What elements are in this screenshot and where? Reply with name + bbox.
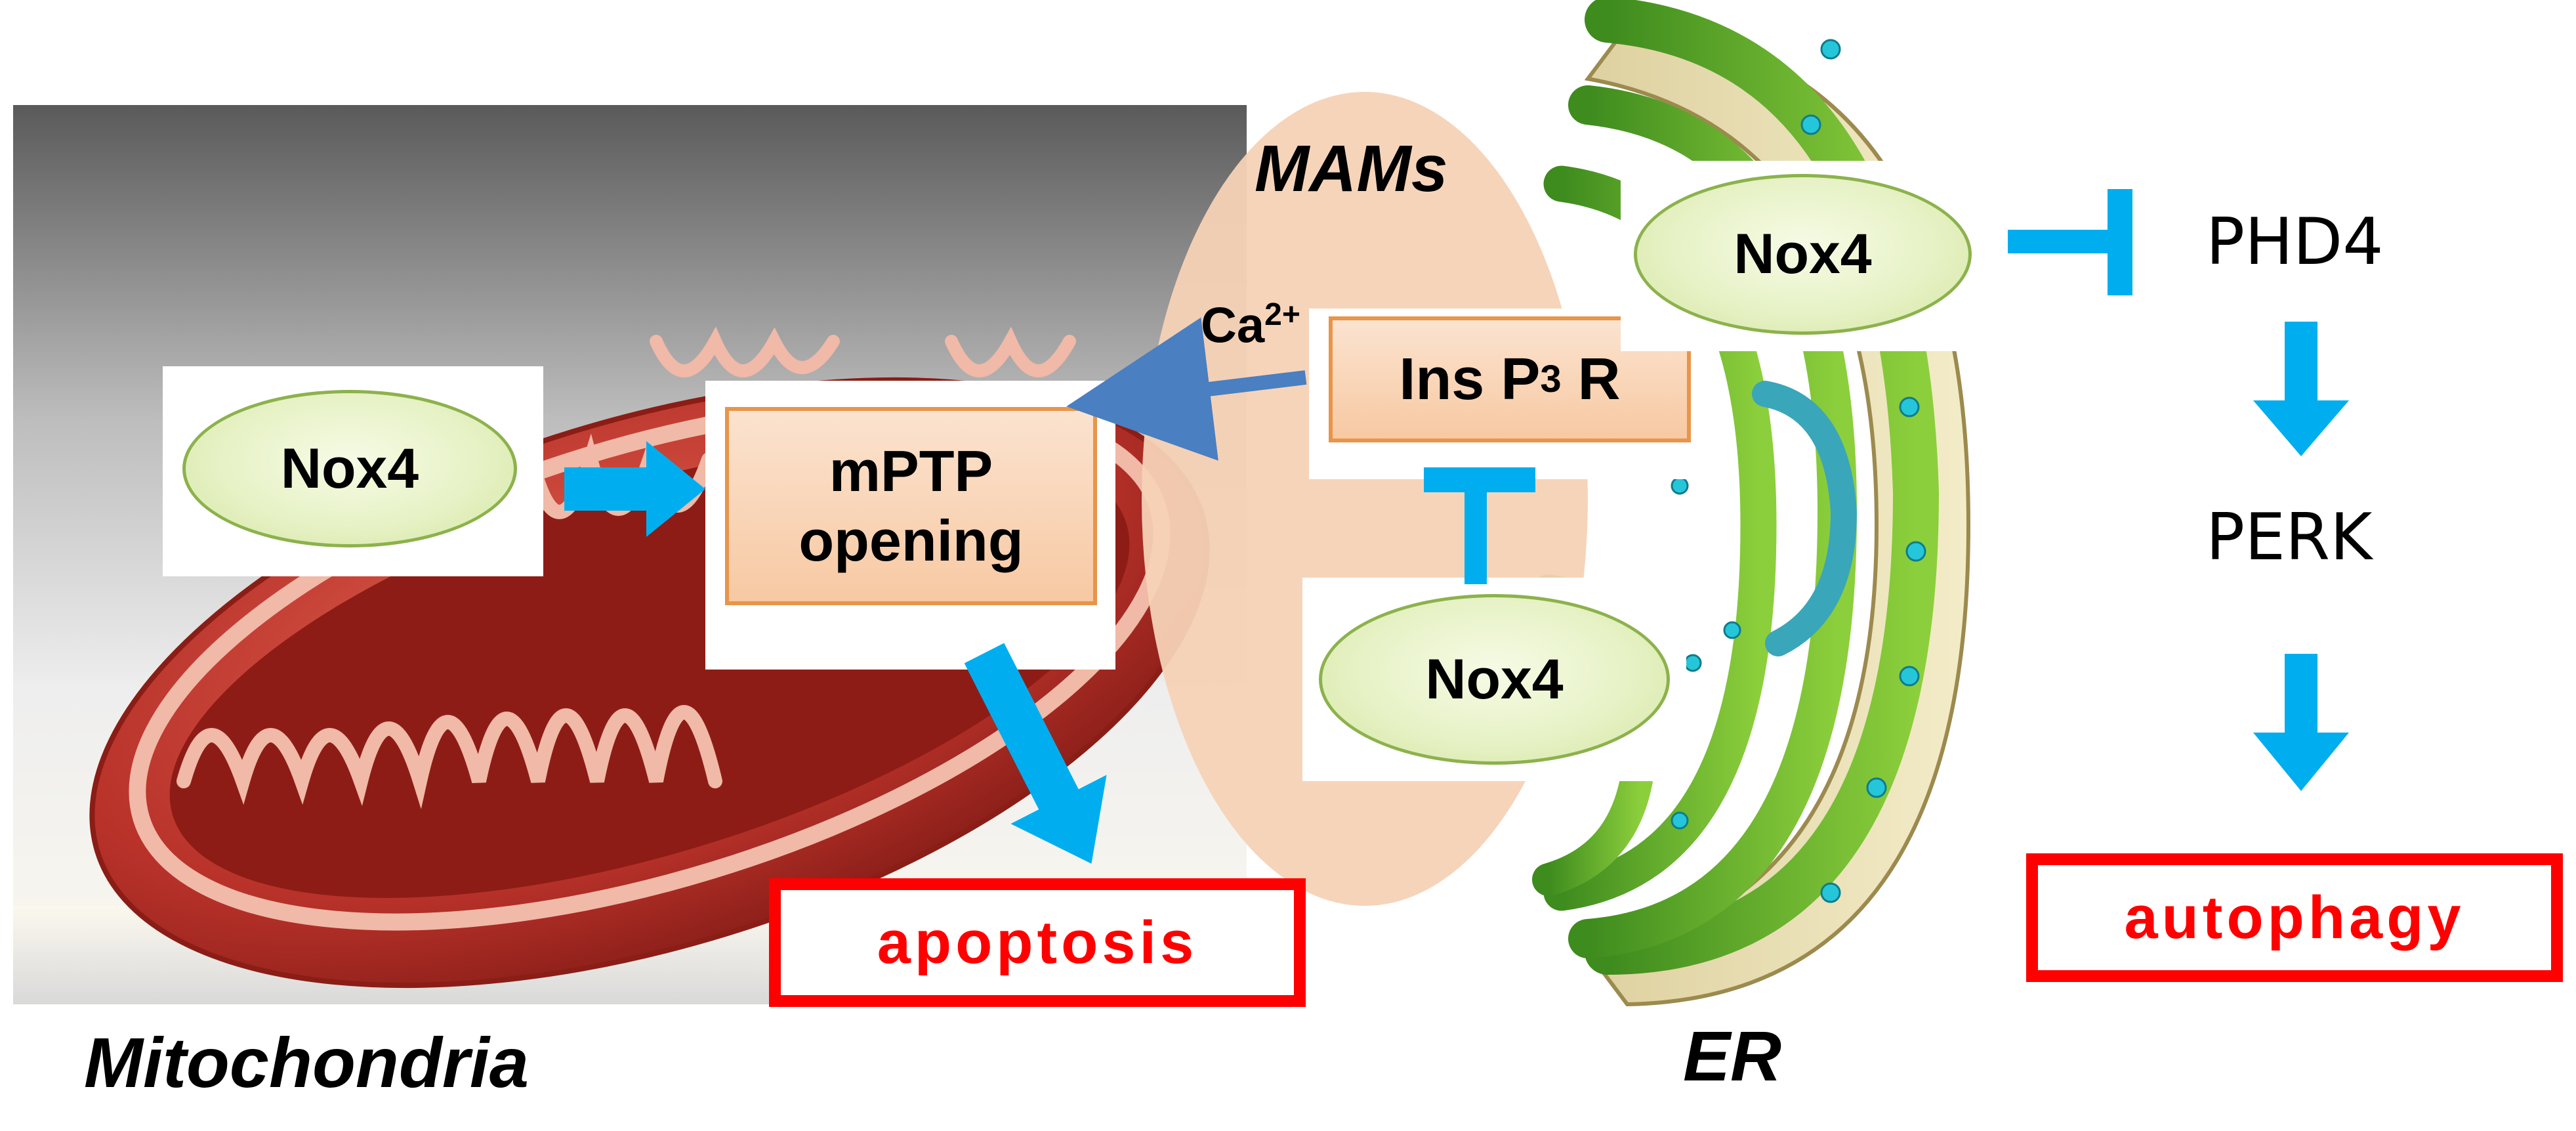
inhibit-nox4-to-insp3r xyxy=(1424,467,1535,584)
mitochondria-label: Mitochondria xyxy=(84,1023,529,1102)
nox4-left-node: Nox4 xyxy=(182,390,517,547)
nox4-left-pad: Nox4 xyxy=(163,366,543,576)
phd4-label: PHD4 xyxy=(2206,205,2384,280)
arrow-nox4-to-mptp xyxy=(564,441,705,537)
autophagy-box: autophagy xyxy=(2026,853,2563,982)
arrow-calcium-release xyxy=(1066,317,1307,461)
arrow-perk-to-autophagy xyxy=(2253,654,2349,791)
insp3r-post: R xyxy=(1561,347,1621,412)
inhibit-nox4-to-phd4 xyxy=(2008,189,2132,295)
mams-label: MAMs xyxy=(1255,132,1448,205)
mptp-line-2: opening xyxy=(799,508,1024,573)
nox4-center-pad: Nox4 xyxy=(1302,578,1686,781)
calcium-superscript: 2+ xyxy=(1264,297,1300,332)
mptp-pad: mPTP opening xyxy=(705,381,1115,670)
nox4-center-node: Nox4 xyxy=(1319,594,1670,765)
arrow-mptp-to-apoptosis xyxy=(964,643,1107,864)
er-label: ER xyxy=(1683,1016,1782,1096)
nox4-er-pad: Nox4 xyxy=(1621,161,1988,351)
nox4-er-node: Nox4 xyxy=(1634,174,1972,335)
apoptosis-box: apoptosis xyxy=(769,878,1306,1007)
perk-label: PERK xyxy=(2206,500,2373,575)
insp3r-subscript: 3 xyxy=(1540,358,1562,401)
arrow-phd4-to-perk xyxy=(2253,322,2349,456)
mptp-line-1: mPTP xyxy=(829,438,993,504)
mptp-opening-node: mPTP opening xyxy=(725,407,1097,605)
insp3r-pre: Ins P xyxy=(1399,347,1541,412)
